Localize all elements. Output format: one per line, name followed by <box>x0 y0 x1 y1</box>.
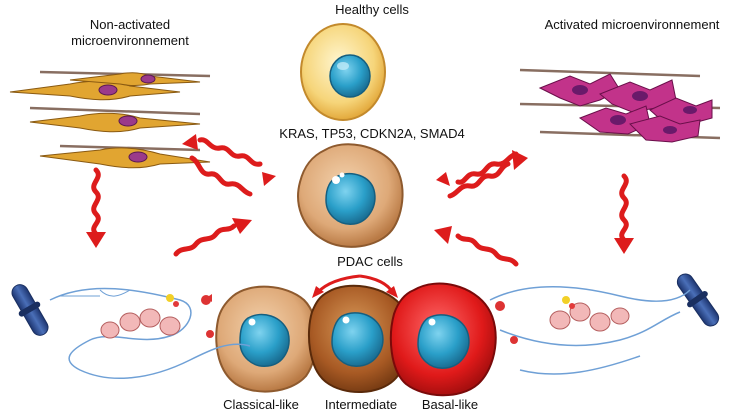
wavy-arrow-chromatin-left-to-pdac <box>173 218 252 257</box>
label-pdac-cells: PDAC cells <box>337 254 403 269</box>
healthy-cell <box>300 23 386 121</box>
pdac-cell <box>297 143 404 248</box>
label-basal-like: Basal-like <box>421 397 479 412</box>
chromatin-left <box>11 284 251 379</box>
wavy-arrow-left-down <box>86 167 106 248</box>
wavy-arrow-chromatin-right-to-pdac <box>434 226 519 267</box>
wavy-arrow-pdac-to-left <box>182 134 253 197</box>
non-activated-fibroblasts <box>9 70 211 169</box>
label-mutations: KRAS, TP53, CDKN2A, SMAD4 <box>279 126 465 141</box>
wavy-arrow-right-to-pdac <box>436 151 519 186</box>
label-healthy-cells: Healthy cells <box>335 2 409 17</box>
label-non-activated-microenvironment: Non-activated microenvironnement <box>71 17 189 48</box>
subtype-arrows <box>312 274 398 298</box>
wavy-arrow-right-down <box>614 173 634 254</box>
wavy-arrow-pdac-to-right <box>447 150 528 199</box>
label-activated-microenvironment: Activated microenvironnement <box>544 17 720 32</box>
label-intermediate: Intermediate <box>324 397 398 412</box>
wavy-arrow-left-to-pdac <box>197 137 276 186</box>
intermediate-cell <box>307 284 412 393</box>
activated-fibroblasts <box>519 68 721 143</box>
chromatin-right <box>489 273 720 375</box>
basal-like-cell <box>389 282 497 397</box>
classical-like-cell <box>215 285 318 393</box>
label-classical-like: Classical-like <box>223 397 299 412</box>
